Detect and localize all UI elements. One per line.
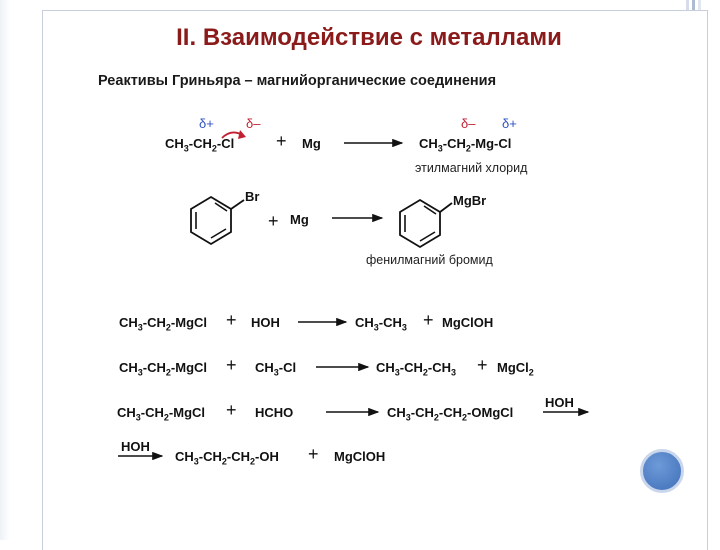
product-name-phenylmagnesium: фенилмагний бромид (366, 253, 493, 267)
plus-sign: + (477, 355, 488, 375)
bromine-substituent: Br (245, 189, 260, 204)
slide-subtitle: Реактивы Гриньяра – магнийорганические с… (98, 73, 497, 89)
slide-left-margin (0, 0, 10, 540)
delta-minus-cl: δ– (246, 116, 261, 131)
hoh-over-arrow: HOH (121, 439, 150, 454)
mgbr-substituent: MgBr (453, 193, 487, 208)
mgcloh-byproduct: MgClOH (442, 315, 494, 330)
propane-product: CH3-CH2-CH3 (376, 360, 457, 378)
plus-sign: + (226, 400, 237, 420)
slide-title: II. Взаимодействие с металлами (176, 24, 562, 51)
plus-sign: + (226, 310, 237, 330)
product-ethylmagnesium-chloride: CH3-CH2-Mg-Cl (419, 136, 512, 154)
delta-plus-mg: δ+ (502, 116, 517, 131)
electron-shift-arrow-head (238, 130, 246, 139)
reaction5-grignard: CH3-CH2-MgCl (117, 405, 206, 423)
product-name-ethylmagnesium: этилмагний хлорид (415, 161, 528, 175)
plus-sign: + (268, 211, 279, 231)
alkoxide-intermediate: CH3-CH2-CH2-OMgCl (387, 405, 514, 423)
reaction3-grignard: CH3-CH2-MgCl (119, 315, 208, 333)
ethane-product: CH3-CH3 (355, 315, 407, 333)
benzene-ring-phenylmagnesium (399, 198, 453, 249)
plus-sign: + (308, 444, 319, 464)
reaction4-grignard: CH3-CH2-MgCl (119, 360, 208, 378)
benzene-ring-bromobenzene (190, 195, 245, 246)
methyl-chloride-reagent: CH3-Cl (255, 360, 297, 378)
delta-minus-ch2: δ– (461, 116, 476, 131)
mgcloh-byproduct: MgClOH (334, 449, 386, 464)
delta-plus-ch2: δ+ (199, 116, 214, 131)
magnesium: Mg (302, 136, 321, 151)
plus-sign: + (276, 131, 287, 151)
reactant-ethyl-chloride: CH3-CH2-Cl (165, 136, 235, 154)
slide-nav-circle-button[interactable] (640, 449, 684, 493)
magnesium: Mg (290, 212, 309, 227)
propanol-product: CH3-CH2-CH2-OH (175, 449, 279, 467)
mgcl2-byproduct: MgCl2 (497, 360, 534, 378)
plus-sign: + (423, 310, 434, 330)
formaldehyde-reagent: HCHO (255, 405, 294, 420)
water-reagent: HOH (251, 315, 280, 330)
plus-sign: + (226, 355, 237, 375)
hoh-over-arrow: HOH (545, 395, 574, 410)
